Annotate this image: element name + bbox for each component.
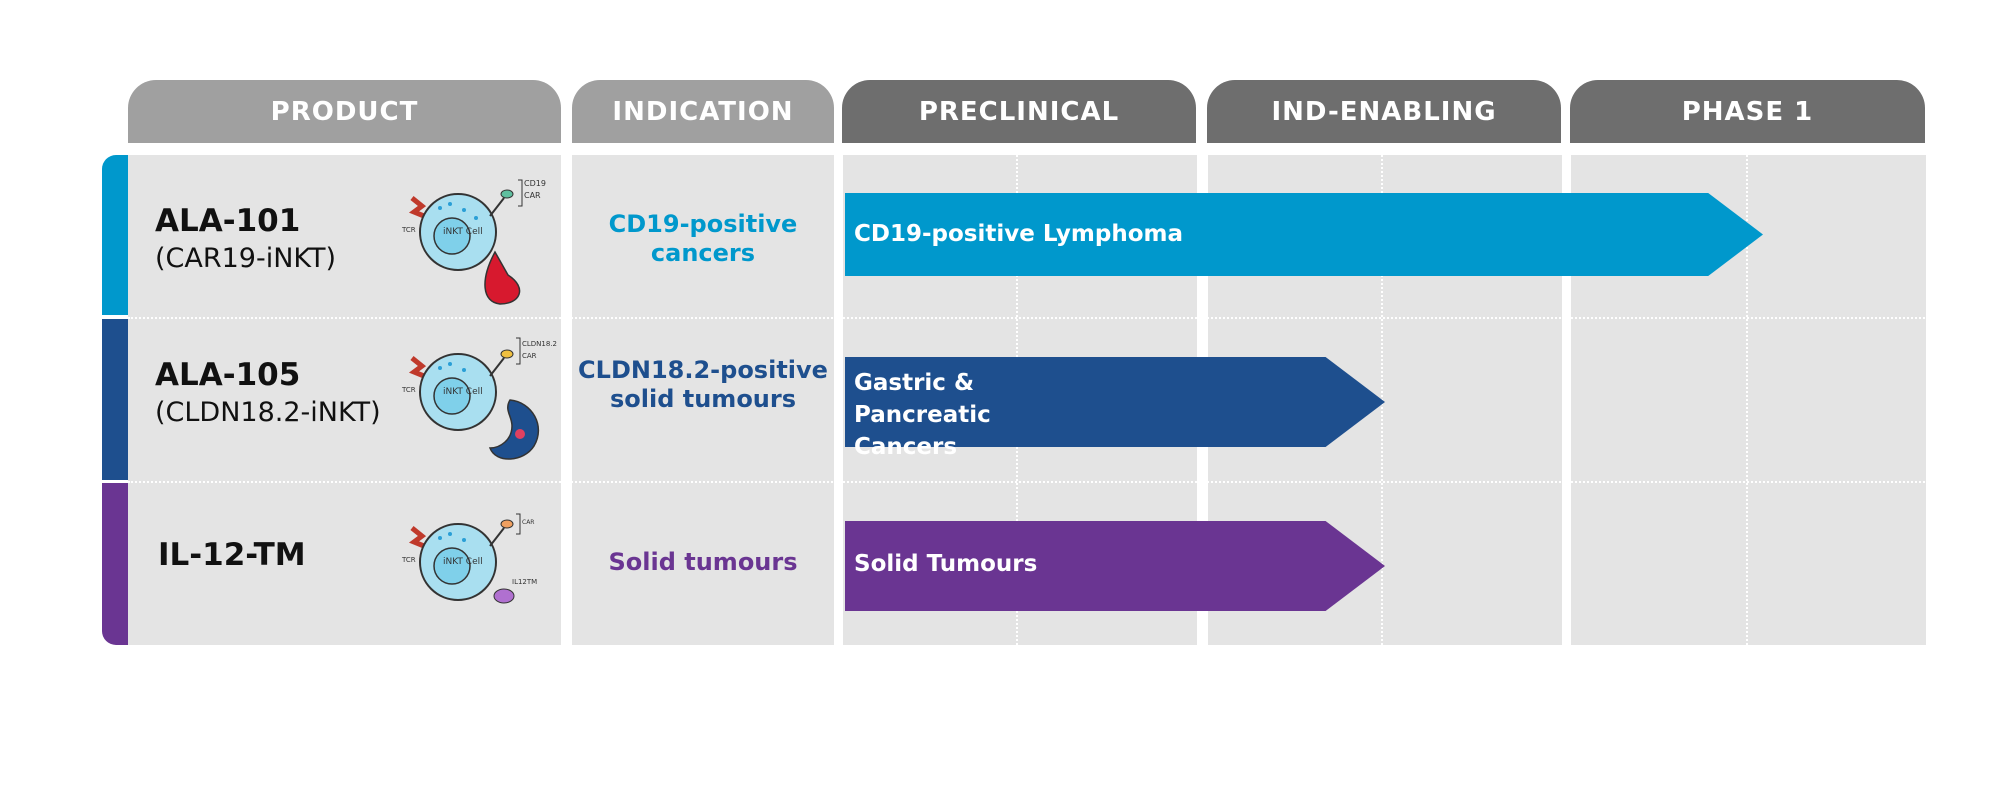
row-stripe-il-12-tm [102,483,128,645]
svg-text:TCR: TCR [401,386,416,394]
blood-drop-icon [484,250,521,305]
arrow-label: Gastric & Pancreatic Cancers [854,370,991,460]
product-subtitle: (CAR19-iNKT) [155,243,337,274]
header-product: PRODUCT [128,80,561,143]
svg-text:iNKT Cell: iNKT Cell [443,387,483,397]
grid-line [1746,155,1748,645]
header-preclinical: PRECLINICAL [842,80,1196,143]
progress-arrow-ala-105 [845,357,1385,447]
svg-text:IL12TM: IL12TM [512,578,537,586]
svg-text:CAR: CAR [522,519,534,526]
indication-text: Solid tumours [608,548,798,576]
product-name: IL-12-TM [158,537,306,573]
progress-arrow-il-12-tm [845,521,1385,611]
row-divider [128,317,1925,319]
stomach-icon [488,399,540,460]
cell-label: iNKT Cell [443,227,483,237]
header-indication: INDICATION [572,80,834,143]
row-stripe-ala-105 [102,319,128,480]
arrow-label: CD19-positive Lymphoma [854,221,1184,247]
product-name: ALA-105 [155,357,301,393]
svg-text:iNKT Cell: iNKT Cell [443,557,483,567]
svg-text:CAR: CAR [522,352,537,360]
svg-text:TCR: TCR [401,226,416,234]
indication-text: CLDN18.2-positive solid tumours [578,356,828,413]
progress-arrow-ala-101 [845,193,1763,276]
inkt-cell-icon: iNKT Cell CD19 CAR TCR [401,179,546,305]
indication-column [572,155,834,645]
il12-molecule-icon [493,588,515,604]
inkt-cell-icon: iNKT Cell CLDN18.2 CAR TCR [401,337,557,460]
header-ind-enabling: IND-ENABLING [1207,80,1561,143]
svg-text:TCR: TCR [401,556,416,564]
arrow-label: Solid Tumours [854,551,1038,577]
product-name: ALA-101 [155,203,301,239]
product-subtitle: (CLDN18.2-iNKT) [155,397,381,428]
svg-text:CLDN18.2: CLDN18.2 [522,340,557,348]
inkt-cell-icon: iNKT Cell CAR IL12TM TCR [401,513,537,604]
row-divider [128,481,1925,483]
svg-text:CD19: CD19 [524,179,546,188]
svg-text:CAR: CAR [524,191,541,200]
indication-text: CD19-positive cancers [608,210,798,267]
header-phase-1: PHASE 1 [1570,80,1925,143]
row-stripe-ala-101 [102,155,128,315]
